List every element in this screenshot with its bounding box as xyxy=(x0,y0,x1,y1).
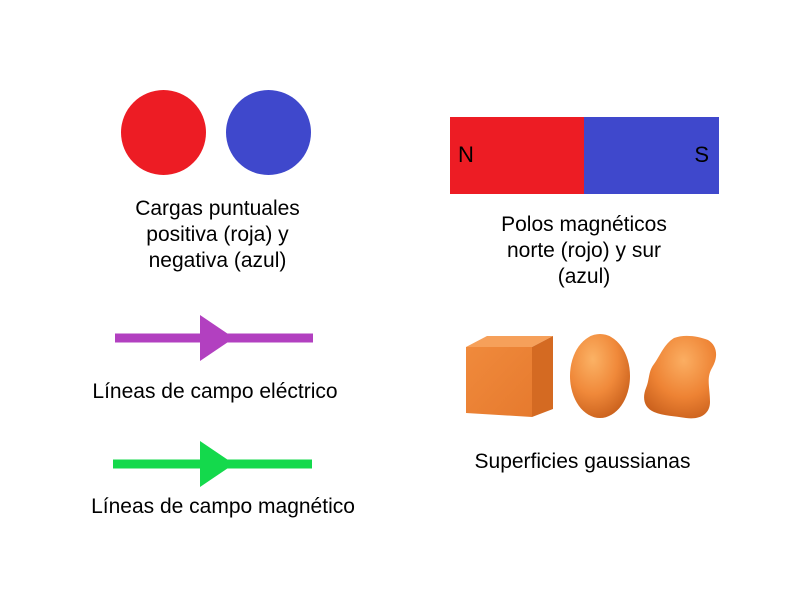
magnetic-field-caption: Líneas de campo magnético xyxy=(91,495,355,518)
bar-magnet: N S xyxy=(450,117,719,194)
positive-charge-circle xyxy=(121,90,206,175)
charges-caption-line-3: negativa (azul) xyxy=(148,249,287,272)
negative-charge-circle xyxy=(226,90,311,175)
gaussian-irregular-surface-icon xyxy=(644,335,717,419)
electric-field-line-icon xyxy=(115,315,313,361)
north-pole-label: N xyxy=(458,142,474,167)
gaussian-caption: Superficies gaussianas xyxy=(474,450,691,473)
magnetic-field-line-icon xyxy=(113,441,312,487)
magnet-north-pole: N xyxy=(450,117,584,194)
electric-field-caption: Líneas de campo eléctrico xyxy=(92,380,338,403)
charges-caption-line-1: Cargas puntuales xyxy=(135,197,300,220)
magnet-south-pole: S xyxy=(584,117,719,194)
charges-caption: Cargas puntuales positiva (roja) y negat… xyxy=(85,196,350,274)
magnet-caption: Polos magnéticos norte (rojo) y sur (azu… xyxy=(450,212,718,290)
magnet-caption-line-2: norte (rojo) y sur xyxy=(506,239,662,262)
charges-caption-line-2: positiva (roja) y xyxy=(146,223,289,246)
magnet-caption-line-1: Polos magnéticos xyxy=(501,213,667,236)
magnet-caption-line-3: (azul) xyxy=(557,265,611,288)
south-pole-label: S xyxy=(694,142,709,167)
gaussian-ellipsoid-icon xyxy=(570,334,630,418)
gaussian-cube-icon xyxy=(466,336,553,417)
